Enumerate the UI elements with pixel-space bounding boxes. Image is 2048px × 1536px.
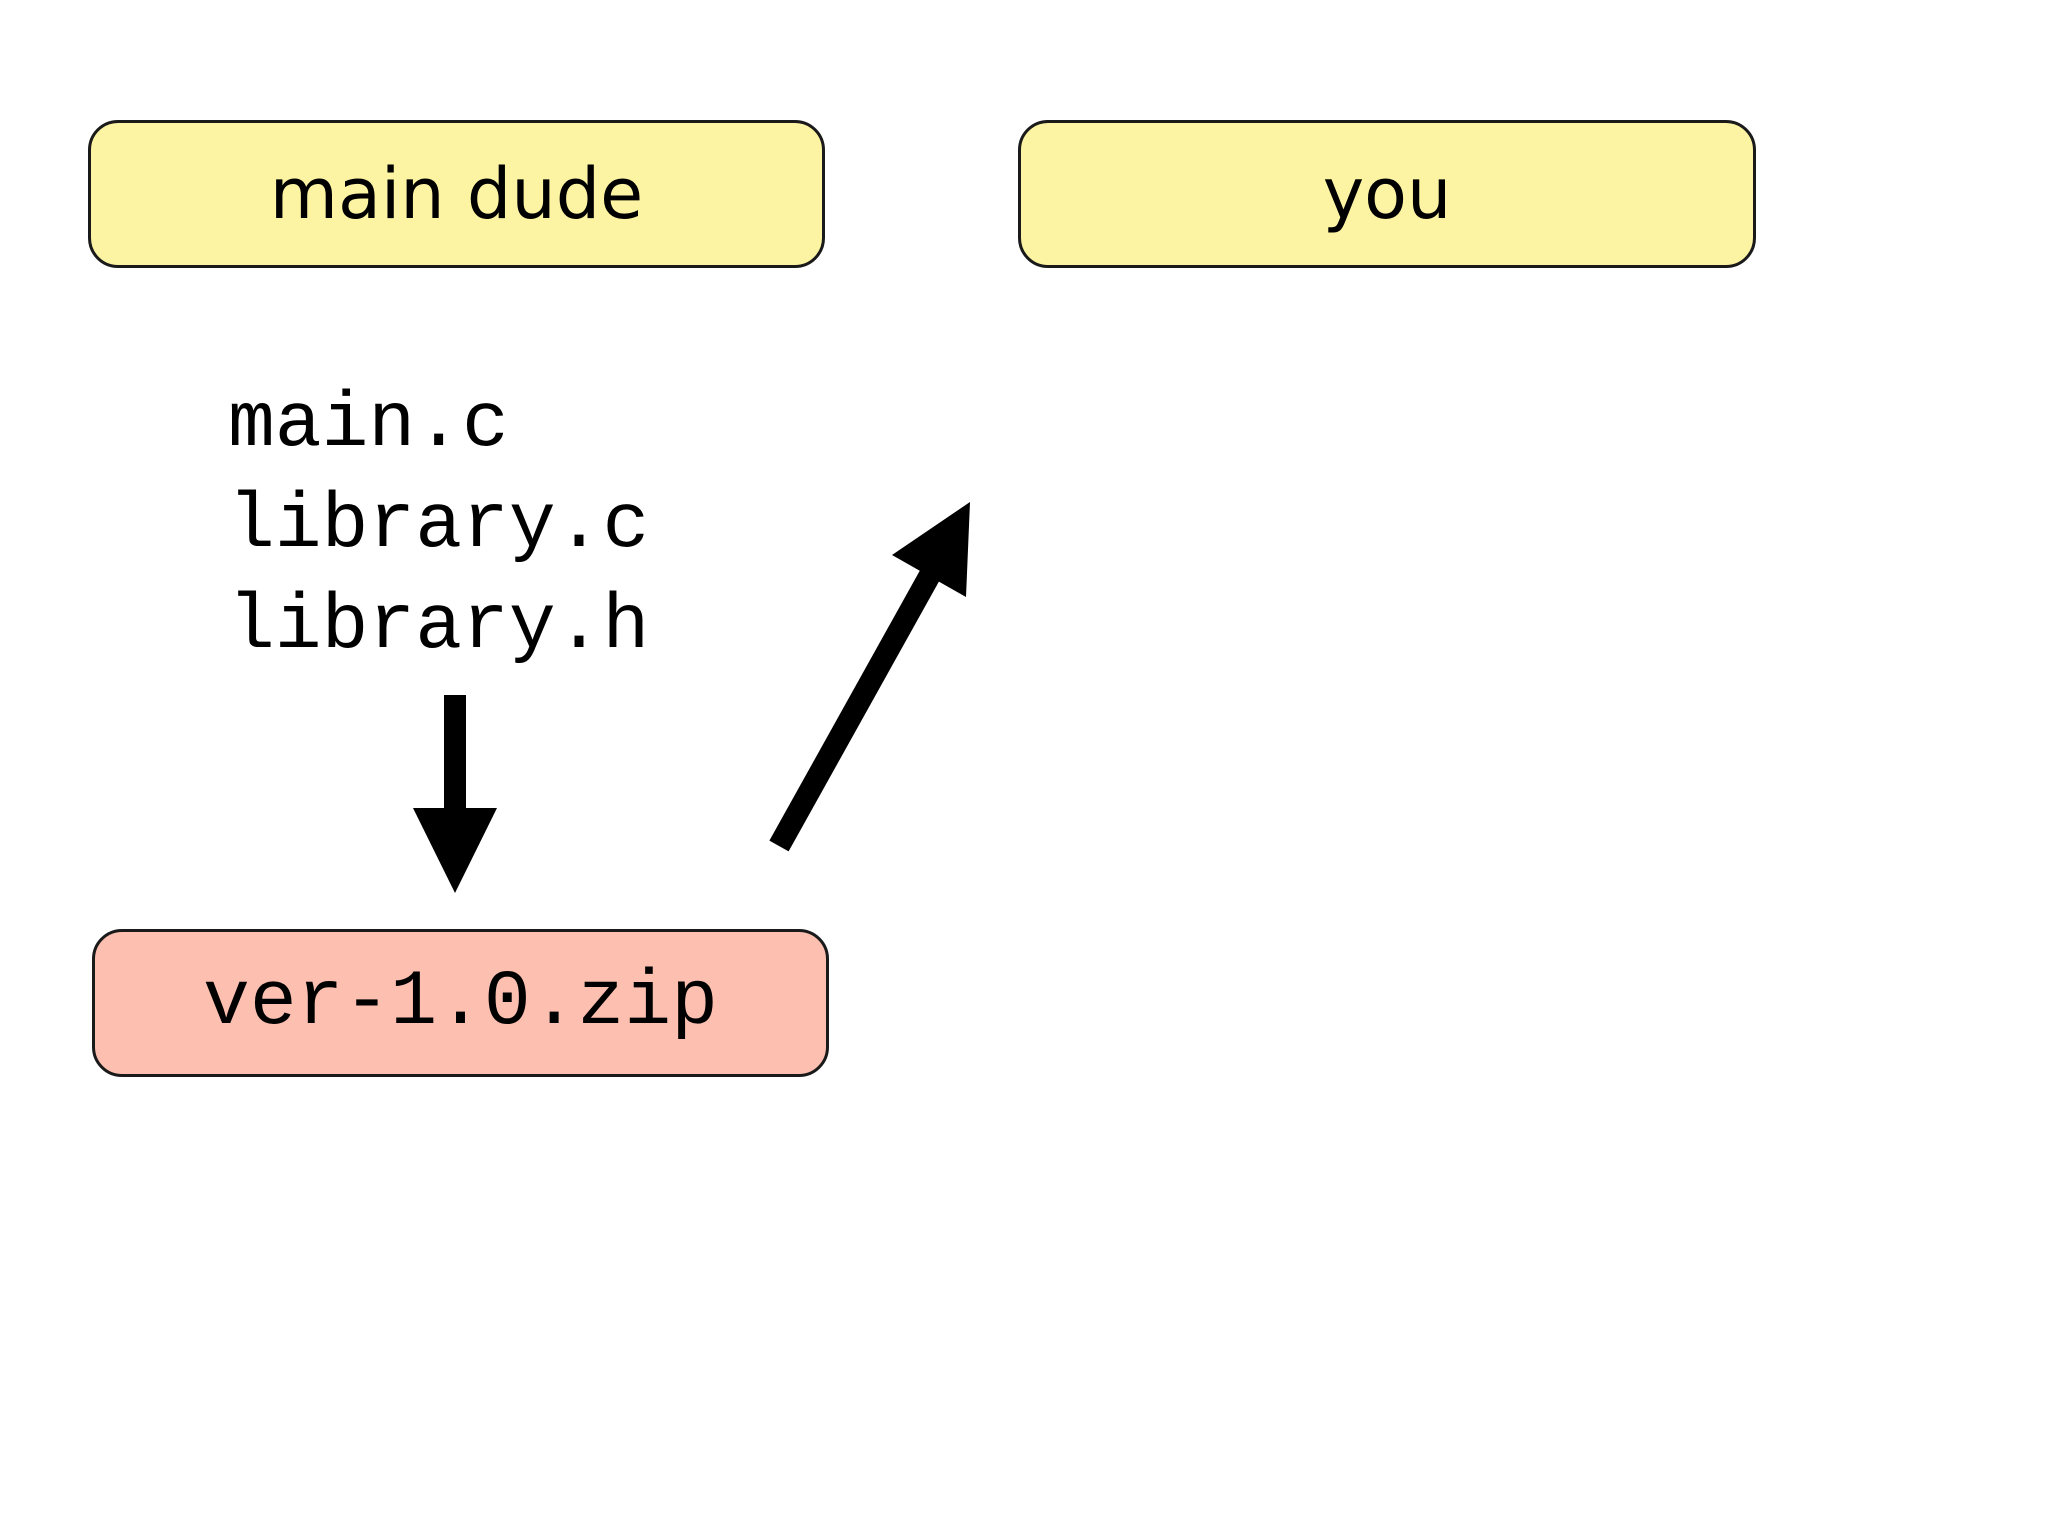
file-main-c: main.c	[228, 381, 509, 469]
arrow-shaft-diagonal	[769, 560, 945, 852]
archive-box: ver-1.0.zip	[92, 929, 829, 1077]
arrow-head-down	[413, 808, 497, 893]
file-library-c: library.c	[228, 482, 650, 570]
arrow-files-to-archive	[413, 695, 497, 893]
file-library-h: library.h	[228, 583, 650, 671]
you-box: you	[1018, 120, 1756, 268]
arrow-archive-to-you	[769, 502, 970, 852]
file-list: main.c library.c library.h	[228, 375, 649, 678]
arrow-head-diagonal	[892, 502, 970, 597]
main-dude-box: main dude	[88, 120, 825, 268]
